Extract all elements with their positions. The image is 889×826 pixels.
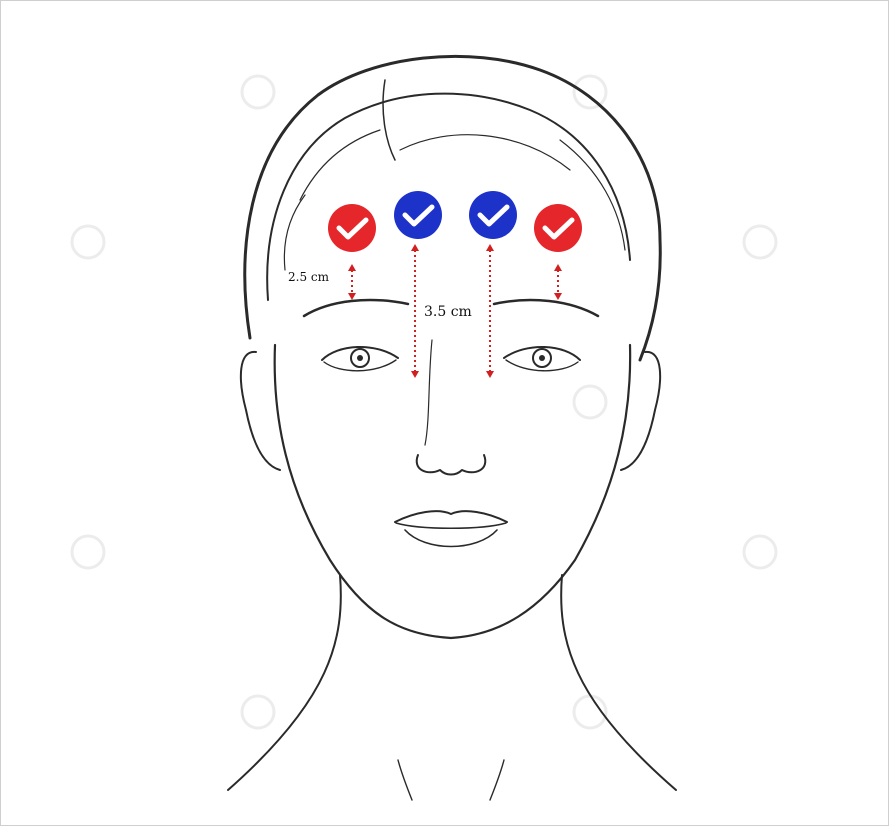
marker-circle bbox=[328, 204, 376, 252]
watermark-mark bbox=[72, 536, 104, 568]
lateral-distance-label: 2.5 cm bbox=[288, 270, 329, 284]
central-distance-label: 3.5 cm bbox=[424, 304, 472, 320]
lip-line bbox=[396, 523, 506, 528]
right-eye-lower bbox=[506, 360, 578, 371]
nose-bridge-left bbox=[425, 340, 432, 445]
left-pupil bbox=[357, 355, 363, 361]
arrowhead-up bbox=[486, 244, 494, 251]
watermark-mark bbox=[574, 386, 606, 418]
hair-strand bbox=[400, 135, 570, 170]
watermark-mark bbox=[242, 696, 274, 728]
marker-circle bbox=[469, 191, 517, 239]
face-outline bbox=[275, 345, 631, 638]
left-eyebrow bbox=[304, 300, 408, 316]
collarbone-left bbox=[398, 760, 412, 800]
marker-circle bbox=[394, 191, 442, 239]
right-pupil bbox=[539, 355, 545, 361]
watermark-mark bbox=[72, 226, 104, 258]
watermark-mark bbox=[574, 76, 606, 108]
watermark-group bbox=[72, 76, 776, 728]
check-marker-outer-right bbox=[534, 204, 582, 252]
watermark-mark bbox=[242, 76, 274, 108]
hair-strand bbox=[284, 195, 305, 270]
arrowhead-down bbox=[411, 371, 419, 378]
right-eyebrow bbox=[494, 300, 598, 316]
check-marker-inner-left bbox=[394, 191, 442, 239]
neck-left bbox=[228, 575, 341, 790]
hair-part-strand bbox=[383, 80, 395, 160]
hair-strand bbox=[300, 130, 380, 200]
arrowhead-up bbox=[411, 244, 419, 251]
collarbone-right bbox=[490, 760, 504, 800]
neck-right bbox=[561, 575, 676, 790]
arrowhead-down bbox=[348, 293, 356, 300]
watermark-mark bbox=[744, 536, 776, 568]
lower-lip bbox=[405, 530, 497, 547]
arrowhead-down bbox=[554, 293, 562, 300]
arrowhead-up bbox=[348, 264, 356, 271]
marker-circle bbox=[534, 204, 582, 252]
nose-tip bbox=[417, 455, 486, 475]
arrowhead-up bbox=[554, 264, 562, 271]
check-marker-inner-right bbox=[469, 191, 517, 239]
check-marker-outer-left bbox=[328, 204, 376, 252]
upper-lip bbox=[395, 511, 507, 522]
arrowhead-down bbox=[486, 371, 494, 378]
watermark-mark bbox=[744, 226, 776, 258]
left-eye-lower bbox=[324, 360, 396, 371]
face-line-art bbox=[228, 56, 676, 800]
